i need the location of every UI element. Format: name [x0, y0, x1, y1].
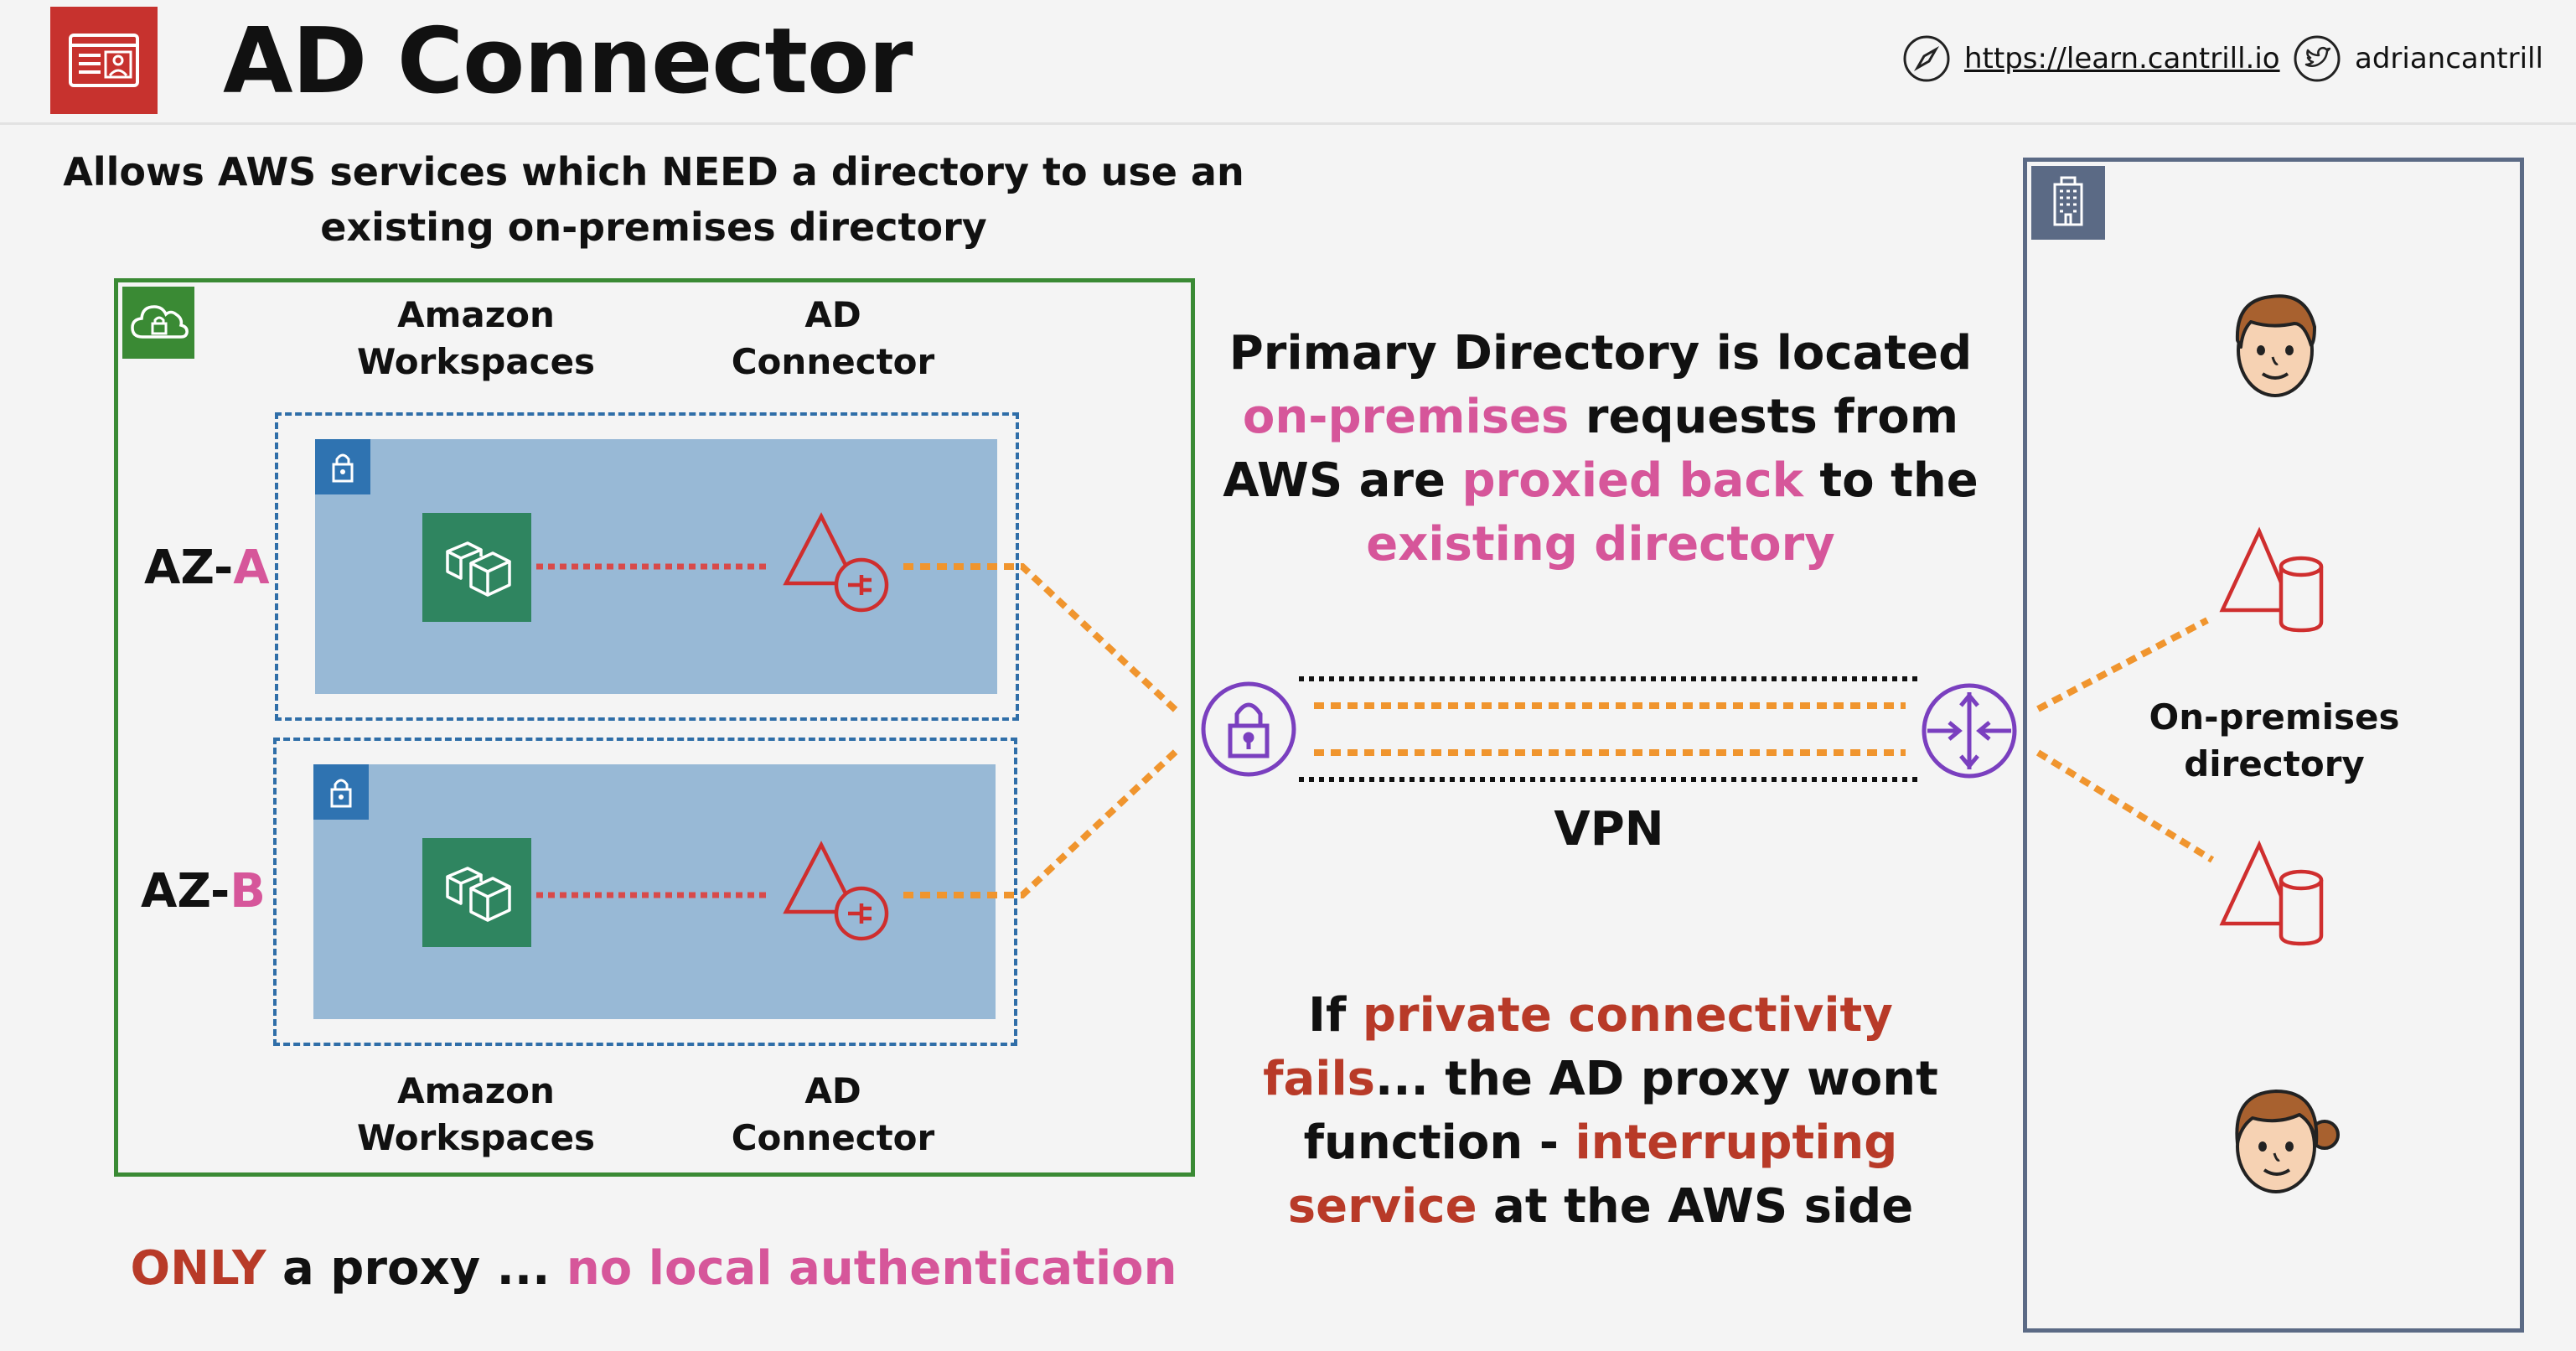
- proxy-note: ONLY a proxy ... no local authentication: [67, 1237, 1240, 1301]
- router-icon: [1922, 683, 2017, 779]
- workspaces-label-bottom-1: Amazon: [397, 1070, 555, 1111]
- intro-line-1: Allows AWS services which NEED a directo…: [63, 149, 1244, 194]
- az-a-boundary: [275, 412, 1019, 721]
- proxied-back-text: proxied back: [1461, 453, 1803, 508]
- failure-line-4: service at the AWS side: [1207, 1175, 1994, 1239]
- requests-from-text: requests from: [1569, 390, 1959, 444]
- twitter-link[interactable]: adriancantrill: [2293, 34, 2543, 84]
- ad-connector-icon-b: [783, 841, 889, 941]
- failure-line-1: If private connectivity: [1207, 984, 1994, 1048]
- vpn-gateway-icon: [1201, 681, 1296, 777]
- primary-line-4: existing directory: [1366, 517, 1835, 572]
- workspaces-label-top-1: Amazon: [397, 294, 555, 335]
- proxy-text: a proxy ...: [266, 1241, 566, 1296]
- interrupting-text: interrupting: [1575, 1115, 1898, 1170]
- workspaces-icon: [422, 838, 531, 947]
- twitter-icon: [2293, 34, 2341, 83]
- onprem-label-1: On-premises: [2149, 696, 2400, 738]
- to-the-text: to the: [1803, 453, 1979, 508]
- connector-label-bottom-2: Connector: [731, 1117, 935, 1158]
- proxy-wont-text: ... the AD proxy wont: [1374, 1052, 1938, 1106]
- function-text: function -: [1303, 1115, 1575, 1170]
- workspaces-label-top-2: Workspaces: [356, 341, 596, 382]
- directory-server-icon-1: [2219, 526, 2324, 633]
- az-a-letter: A: [233, 541, 270, 595]
- az-b-label: AZ-B: [141, 860, 266, 924]
- az-a-label: AZ-A: [144, 536, 270, 600]
- az-b-prefix: AZ-: [141, 864, 230, 919]
- website-link[interactable]: https://learn.cantrill.io: [1902, 34, 2280, 84]
- page-title: AD Connector: [223, 9, 913, 114]
- connector-label-top-1: AD: [804, 294, 861, 335]
- primary-line-2: on-premises requests from: [1207, 386, 1994, 449]
- az-b-letter: B: [230, 864, 266, 919]
- primary-line-3: AWS are proxied back to the: [1207, 449, 1994, 513]
- aws-cloud-boundary: [114, 278, 1195, 1177]
- website-url[interactable]: https://learn.cantrill.io: [1964, 42, 2280, 75]
- failure-line-2: fails... the AD proxy wont: [1207, 1048, 1994, 1111]
- directory-server-icon-2: [2219, 840, 2324, 946]
- user-male-icon: [2212, 277, 2338, 414]
- user-female-icon: [2212, 1071, 2346, 1209]
- vpn-label: VPN: [1554, 802, 1664, 857]
- subnet-lock-icon: [315, 439, 370, 494]
- on-premises-text: on-premises: [1242, 390, 1570, 444]
- intro-line-2: existing on-premises directory: [320, 204, 987, 250]
- subnet-lock-icon: [313, 764, 369, 820]
- az-b-boundary: [273, 738, 1017, 1046]
- fails-text: fails: [1263, 1052, 1375, 1106]
- connector-label-top-2: Connector: [731, 341, 935, 382]
- directory-service-icon: [50, 7, 158, 114]
- no-local-auth-text: no local authentication: [566, 1241, 1177, 1296]
- on-premises-boundary: [2023, 158, 2524, 1333]
- az-a-prefix: AZ-: [144, 541, 234, 595]
- connector-label-bottom-1: AD: [804, 1070, 861, 1111]
- primary-line-1: Primary Directory is located: [1229, 326, 1973, 380]
- corporate-building-icon: [2031, 166, 2105, 240]
- failure-line-3: function - interrupting: [1207, 1111, 1994, 1175]
- compass-icon: [1902, 34, 1951, 83]
- cloud-lock-icon: [122, 287, 194, 359]
- only-text: ONLY: [130, 1241, 266, 1296]
- header-divider: [0, 122, 2576, 125]
- twitter-handle: adriancantrill: [2355, 42, 2543, 75]
- workspaces-icon: [422, 513, 531, 622]
- aws-side-text: at the AWS side: [1477, 1179, 1914, 1234]
- onprem-label-2: directory: [2184, 743, 2365, 784]
- aws-are-text: AWS are: [1223, 453, 1462, 508]
- service-text: service: [1287, 1179, 1477, 1234]
- ad-connector-icon-a: [783, 512, 889, 613]
- workspaces-label-bottom-2: Workspaces: [356, 1117, 596, 1158]
- private-connectivity-text: private connectivity: [1362, 988, 1893, 1043]
- if-text: If: [1308, 988, 1363, 1043]
